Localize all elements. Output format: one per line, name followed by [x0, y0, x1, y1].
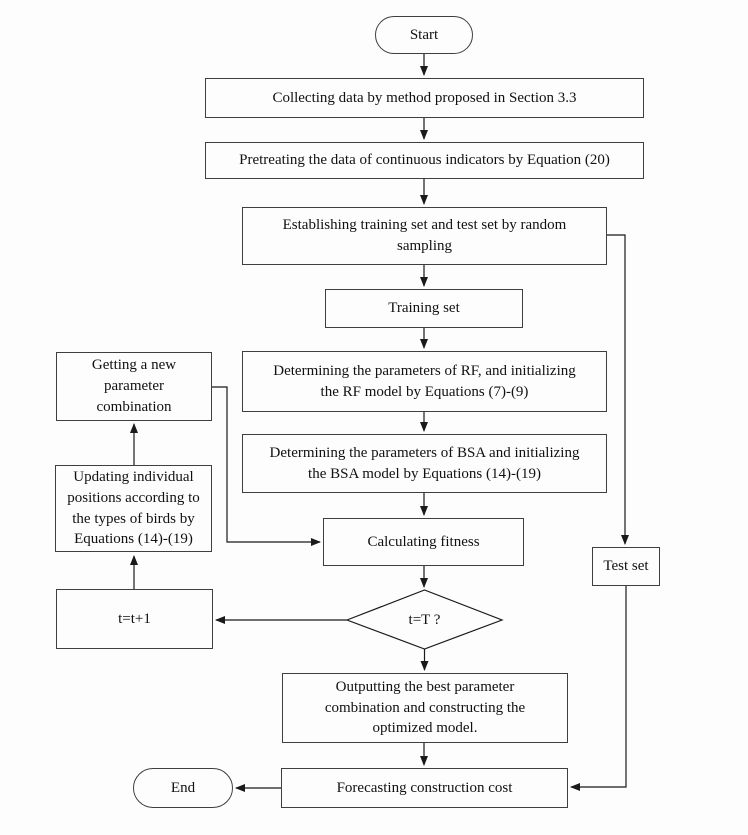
data-box-test-set: Test set — [592, 547, 660, 586]
process-establish-sets: Establishing training set and test set b… — [242, 207, 607, 265]
start-label: Start — [409, 26, 439, 43]
process-label: Establishing training set and test set b… — [282, 217, 567, 254]
process-label: Forecasting construction cost — [336, 779, 513, 796]
process-label: t=t+1 — [118, 610, 151, 627]
decision-t-equals-T: t=T ? — [347, 591, 502, 649]
arrow-establish-to-testset — [607, 234, 629, 545]
process-label: Collecting data by method proposed in Se… — [272, 89, 577, 106]
decision-label: t=T ? — [408, 611, 441, 628]
process-calculating-fitness: Calculating fitness — [323, 518, 524, 566]
process-getting-new-combination: Getting a new parameter combination — [56, 352, 212, 421]
process-rf-parameters: Determining the parameters of RF, and in… — [242, 351, 607, 412]
process-label: Outputting the best parameter combinatio… — [324, 678, 526, 737]
process-label: Getting a new parameter combination — [91, 357, 177, 415]
process-forecasting-cost: Forecasting construction cost — [281, 768, 568, 808]
process-bsa-parameters: Determining the parameters of BSA and in… — [242, 434, 607, 493]
arrow-getting-to-fitness — [212, 386, 321, 546]
process-pretreating-data: Pretreating the data of continuous indic… — [205, 142, 644, 179]
process-label: Calculating fitness — [367, 533, 480, 550]
end-label: End — [170, 779, 196, 796]
process-label: Updating individual positions according … — [67, 469, 200, 548]
arrow-testset-to-forecast — [570, 586, 627, 791]
decision-diamond-shape — [345, 589, 504, 650]
process-label: Training set — [388, 300, 460, 317]
process-updating-positions: Updating individual positions according … — [55, 465, 212, 552]
process-label: Test set — [603, 558, 649, 575]
process-collecting-data: Collecting data by method proposed in Se… — [205, 78, 644, 118]
process-label: Pretreating the data of continuous indic… — [239, 152, 610, 169]
data-box-training-set: Training set — [325, 289, 523, 328]
process-increment-t: t=t+1 — [56, 589, 213, 649]
process-label: Determining the parameters of RF, and in… — [273, 362, 576, 400]
start-terminator: Start — [375, 16, 473, 54]
process-label: Determining the parameters of BSA and in… — [269, 444, 580, 482]
process-output-best-parameters: Outputting the best parameter combinatio… — [282, 673, 568, 743]
end-terminator: End — [133, 768, 233, 808]
